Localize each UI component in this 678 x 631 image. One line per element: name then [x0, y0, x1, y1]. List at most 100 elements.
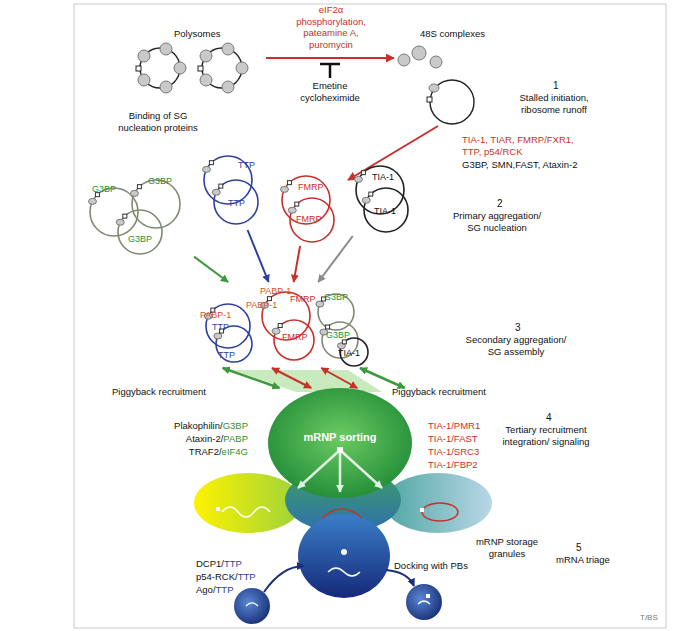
ribosome-subunit [212, 189, 220, 195]
mrna-loops [340, 158, 424, 236]
ribosome-subunit [202, 166, 210, 172]
docking-arrow [264, 566, 304, 592]
ribosome [222, 43, 234, 55]
ribosome [200, 50, 212, 62]
mrna-cap [361, 171, 365, 175]
mrna-circle [214, 180, 258, 224]
ribosome [160, 81, 172, 93]
inhibitor-bar [320, 64, 340, 78]
text-part: Plakophilin/ [174, 420, 223, 431]
stress-arrow [266, 57, 394, 59]
mrna-cap [427, 97, 432, 102]
step-label: Stalled initiation, ribosome runoff [508, 92, 600, 115]
text-part: TTP [238, 571, 256, 582]
protein-label: TIA-1 [338, 348, 360, 359]
ribosome-subunit [429, 84, 439, 92]
flow-arrow [248, 230, 269, 282]
ribosome [200, 74, 212, 86]
ribosome [236, 62, 248, 74]
protein-pair: TRAF2/eIF4G [148, 446, 248, 458]
ribosome [174, 62, 186, 74]
ribosome-subunit [430, 56, 442, 68]
text-part: eIF4G [222, 446, 248, 457]
flow-arrow [321, 368, 357, 388]
callout-number: 5 [576, 542, 582, 554]
protein-label: PABP-1 [246, 300, 277, 311]
mrna-loop [130, 180, 180, 228]
mrna-cap [278, 324, 282, 328]
text-part: TTP [216, 584, 234, 595]
mrna-loop [272, 320, 314, 360]
mrna-circle [118, 210, 162, 254]
step-note: Binding of SG nucleation proteins [112, 110, 204, 133]
ribosome-subunit [316, 301, 324, 307]
mrna-cap [209, 161, 213, 165]
protein-pair: TIA-1/FBP2 [428, 459, 478, 471]
protein-pair: Ago/TTP [196, 584, 234, 596]
protein-label: PABP-1 [200, 310, 231, 321]
ribosome-subunit [288, 207, 296, 213]
process-note: Piggyback recruitment [392, 386, 486, 398]
mrna-cap [219, 184, 223, 188]
ribosome-subunit [398, 54, 410, 66]
mrna-cap [287, 181, 291, 185]
mrna-cluster: TTPTTP [188, 148, 274, 230]
illustration-label: 48S complexes [420, 28, 485, 40]
mrna-cap [295, 202, 299, 206]
protein-pair: Plakophilin/G3BP [148, 420, 248, 432]
protein-pair: TIA-1/FAST [428, 433, 478, 445]
protein-label: G3BP [326, 330, 350, 341]
mrna-circle [132, 180, 180, 228]
protein-label: FMRP [282, 332, 308, 343]
text-part: DCP1/ [196, 558, 224, 569]
protein-label: FMRP [298, 182, 324, 193]
text-part: Ago/ [196, 584, 216, 595]
mrna-circle [364, 188, 408, 232]
protein-label: G3BP [92, 184, 116, 195]
triage-lobe [298, 514, 390, 598]
sorting-arrow [340, 450, 382, 488]
text-part: Ataxin-2/ [186, 433, 224, 444]
watermark: T/BS [640, 612, 658, 624]
sorting-arrow [298, 450, 340, 488]
protein-list: TIA-1, TIAR, FMRP/FXR1, TTP, p54/RCK [462, 134, 587, 157]
illustration-label: mRNP storage granules [466, 536, 548, 559]
ribosome-subunit [354, 176, 362, 182]
protein-label: TIA-1 [374, 206, 396, 217]
mrna-loops [188, 148, 274, 230]
stress-condition: eIF2α phosphorylation, pateamine A, puro… [283, 4, 379, 50]
protein-label: G3BP [128, 234, 152, 245]
step-label: Primary aggregation/ SG nucleation [446, 210, 548, 233]
p-body [406, 584, 442, 620]
process-note: Docking with PBs [394, 560, 468, 572]
ribosome [138, 50, 150, 62]
mrna-circle [290, 198, 334, 242]
protein-pair: Ataxin-2/PABP [148, 433, 248, 445]
mrna-strand [322, 509, 362, 518]
step-label: Tertiary recruitment integration/ signal… [496, 424, 596, 447]
mrna-loop [430, 80, 474, 124]
step-label: Secondary aggregation/ SG assembly [460, 334, 572, 357]
flow-arrow [272, 368, 311, 388]
ribosome-subunit [362, 197, 370, 203]
sorting-arrow [339, 450, 342, 492]
ribosome-subunit [130, 190, 138, 196]
callout-number: 2 [497, 198, 503, 210]
mrna-cluster: G3BPG3BPG3BP [82, 172, 194, 258]
mrna-strand [422, 503, 458, 521]
mrna-cap [123, 214, 127, 218]
protein-pair: DCP1/TTP [196, 558, 242, 570]
ribosome-subunit [272, 328, 280, 334]
text-part: G3BP [223, 420, 248, 431]
protein-label: PABP-1 [260, 286, 291, 297]
mrna-cap [216, 507, 220, 511]
mrna-circle [274, 320, 314, 360]
protein-label: FMRP [290, 294, 316, 305]
mrna-strand [246, 603, 258, 606]
mrna-cluster: TIA-1TIA-1 [340, 158, 424, 236]
mrna-cluster: FMRPFMRP [262, 168, 352, 246]
callout-number: 1 [553, 80, 559, 92]
